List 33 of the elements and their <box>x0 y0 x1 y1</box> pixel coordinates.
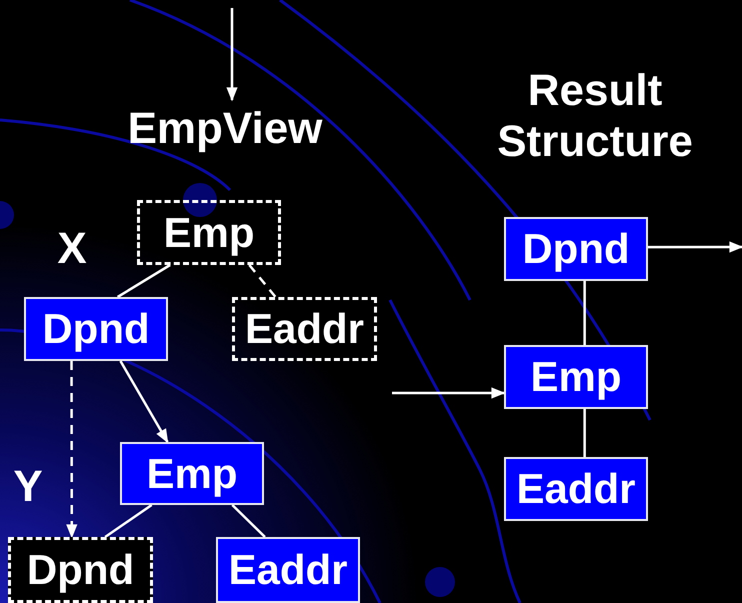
dashed-entity-box <box>137 200 281 265</box>
entity-name: Emp <box>530 356 622 398</box>
entity-name: Dpnd <box>42 308 150 350</box>
entity-name: Eaddr <box>244 308 364 350</box>
connector-line <box>583 409 586 457</box>
side-label: Y <box>12 462 44 513</box>
entity-name: Dpnd <box>522 228 630 270</box>
entity-name: Emp <box>163 212 254 254</box>
entity-box <box>504 457 648 521</box>
connector-line <box>583 281 586 345</box>
view-heading: EmpView <box>128 107 322 151</box>
entity-box <box>120 442 264 505</box>
entity-box <box>216 537 360 603</box>
entity-name: Eaddr <box>228 549 348 591</box>
connector-line <box>231 504 266 538</box>
entity-box <box>504 217 648 281</box>
connector-line <box>248 264 276 298</box>
side-label: X <box>56 224 88 275</box>
entity-box <box>504 345 648 409</box>
entity-box <box>24 297 168 361</box>
connector-line <box>116 264 171 298</box>
entity-name: Dpnd <box>26 549 134 591</box>
arrow <box>66 361 78 538</box>
dashed-entity-box <box>232 297 377 361</box>
arrow <box>392 387 506 399</box>
arrow <box>119 360 169 444</box>
entity-name: Emp <box>146 452 238 494</box>
arrow <box>648 241 742 253</box>
dashed-entity-box <box>8 537 153 603</box>
entity-name: Eaddr <box>516 468 636 510</box>
connector-line <box>104 504 152 538</box>
result-structure-heading: Result Structure <box>496 66 694 168</box>
arrow <box>226 8 238 102</box>
